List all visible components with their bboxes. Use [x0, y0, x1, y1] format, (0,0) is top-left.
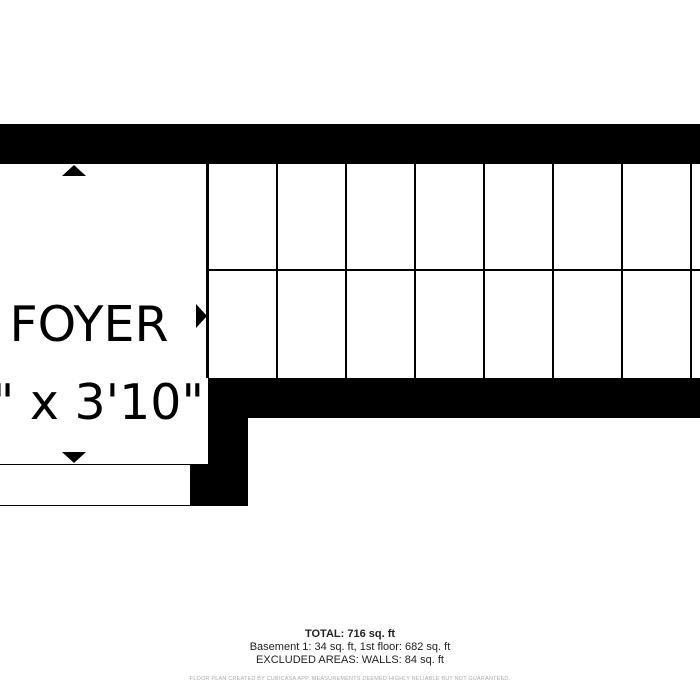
area-summary: TOTAL: 716 sq. ft Basement 1: 34 sq. ft,… [0, 628, 700, 667]
foyer-bottom-line [0, 464, 190, 465]
foyer-corner-wall [190, 464, 248, 506]
credit-note: FLOOR PLAN CREATED BY CUBICASA APP. MEAS… [189, 676, 511, 682]
stair-bottom-wall [208, 378, 700, 418]
arrow-up-icon [62, 165, 86, 176]
foyer-floor-line [0, 505, 190, 506]
arrow-right-icon [196, 304, 207, 328]
arrow-down-icon [62, 452, 86, 463]
top-wall [0, 124, 700, 164]
total-value: 716 sq. ft [347, 628, 396, 640]
floor-breakdown: Basement 1: 34 sq. ft, 1st floor: 682 sq… [249, 641, 451, 653]
total-label: TOTAL: [304, 628, 345, 640]
room-dimensions: 5" x 3'10" [0, 376, 204, 431]
room-name: FOYER [9, 296, 169, 353]
excluded-areas: EXCLUDED AREAS: WALLS: 84 sq. ft [256, 654, 444, 666]
total-area: TOTAL: 716 sq. ft [0, 628, 700, 641]
room-dimensions-clip: 5" x 3'10" [0, 376, 206, 436]
